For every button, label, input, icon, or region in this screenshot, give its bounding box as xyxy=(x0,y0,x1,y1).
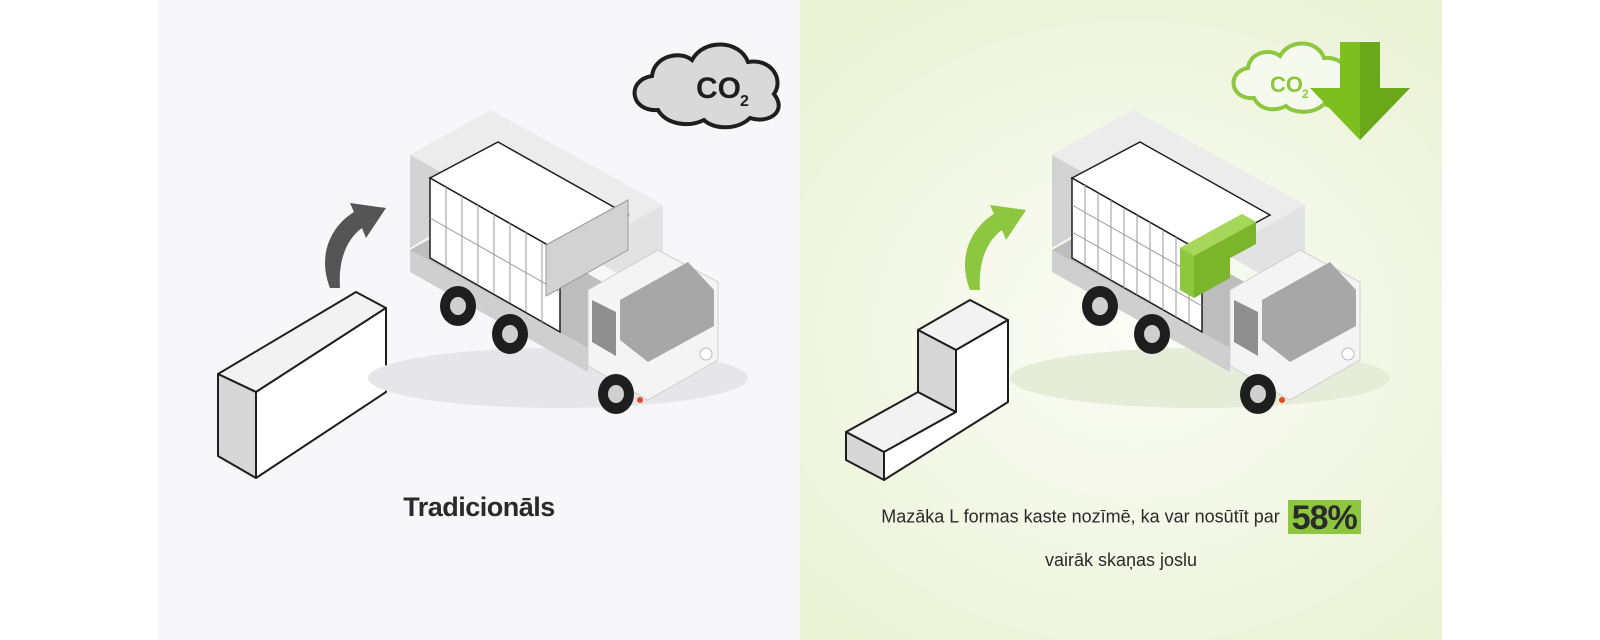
co2-down-arrow-icon xyxy=(1310,42,1410,140)
long-box-icon xyxy=(217,291,387,479)
load-arrow-icon xyxy=(965,205,1026,290)
truck-icon xyxy=(1010,110,1390,414)
lshape-scene: CO 2 xyxy=(845,41,1410,481)
lshape-caption-line1: Mazāka L formas kaste nozīmē, ka var nos… xyxy=(800,500,1442,535)
green-l-box-icon xyxy=(1180,214,1256,298)
co2-label: CO xyxy=(696,72,741,105)
load-arrow-icon xyxy=(325,203,386,288)
co2-subscript: 2 xyxy=(1302,87,1309,101)
truck-icon xyxy=(368,110,748,414)
co2-cloud-icon: CO 2 xyxy=(632,42,781,130)
traditional-panel: CO 2 xyxy=(158,0,800,640)
traditional-caption: Tradicionāls xyxy=(403,492,555,522)
percentage-highlight: 58% xyxy=(1287,500,1361,535)
l-shape-box-icon xyxy=(845,299,1009,481)
lshape-caption-line2: vairāk skaņas joslu xyxy=(1044,550,1198,570)
lshape-caption-text: Mazāka L formas kaste nozīmē, ka var nos… xyxy=(881,506,1280,527)
traditional-scene: CO 2 xyxy=(217,42,781,479)
lshape-panel: CO 2 xyxy=(800,0,1442,640)
co2-subscript: 2 xyxy=(740,93,749,110)
co2-label: CO xyxy=(1270,72,1303,97)
